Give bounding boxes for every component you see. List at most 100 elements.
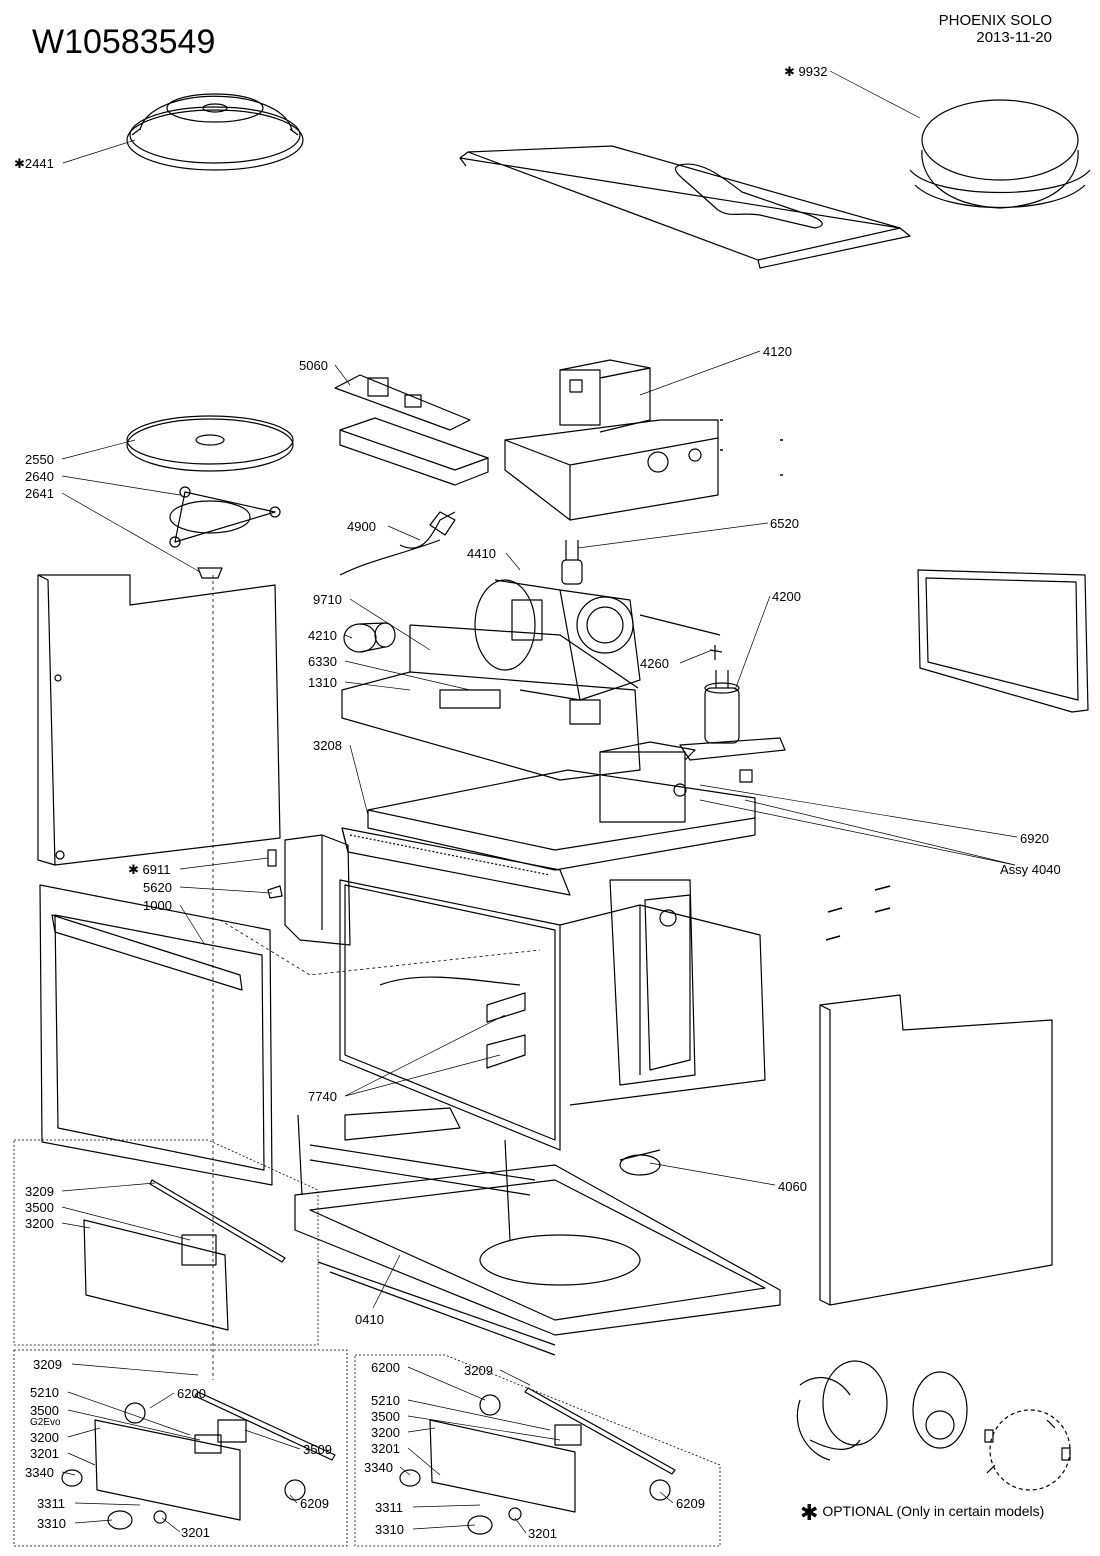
board-5060 [334,374,489,486]
leader-line [387,525,421,541]
part-label-b-3509: 3509 [303,1442,332,1457]
motor-4060 [619,1149,661,1176]
leader-line [699,799,1016,866]
baking-tray [917,569,1089,713]
leader-line [412,1504,481,1508]
leader-line [829,70,921,119]
leader-line [61,1222,91,1229]
part-label-2641: 2641 [25,486,54,501]
base-plate-0410 [294,1114,781,1356]
optional-footnote: ✱ OPTIONAL (Only in certain models) [800,1500,1045,1525]
oven-cavity [339,879,766,1151]
part-label-c-3201b: 3201 [528,1526,557,1541]
part-label-6520: 6520 [770,516,799,531]
part-label-4260: 4260 [640,656,669,671]
leader-line [744,799,1016,866]
interlock-6911 [267,849,277,867]
cover-2441 [126,93,304,171]
part-label-b-6209: 6209 [300,1496,329,1511]
leader-line [61,1471,76,1476]
bracket-top-base [344,1107,461,1141]
part-label-c-3209: 3209 [464,1363,493,1378]
leader-line [67,1391,191,1436]
fan-assy-4410 [474,579,641,701]
part-label-4120: 4120 [763,344,792,359]
turntable-2550 [126,415,294,472]
leader-line [344,660,471,691]
diode-4260 [639,614,723,660]
leader-line [412,1524,476,1530]
part-label-4060: 4060 [778,1179,807,1194]
cavity-top-3208 [367,769,756,871]
leader-lines [61,70,1018,1534]
door-1000 [39,884,273,1186]
part-label-6920: 6920 [1020,831,1049,846]
part-label-assy-4040: Assy 4040 [1000,862,1061,877]
subassembly-c [354,1354,721,1547]
part-label-c-3340: 3340 [364,1460,393,1475]
part-label-5060: 5060 [299,358,328,373]
part-label-4200: 4200 [772,589,801,604]
leader-line [179,857,269,870]
part-label-a-3209: 3209 [25,1184,54,1199]
power-cord-4900 [339,511,456,576]
part-label-b-3310: 3310 [37,1516,66,1531]
leader-line [71,1363,199,1376]
leader-line [61,492,201,573]
hv-capacitor-4200 [679,670,786,761]
part-label-6330: 6330 [308,654,337,669]
leader-line [349,598,431,651]
leader-line [61,1206,191,1241]
roller-ring-2640 [169,486,281,548]
leader-line [639,350,761,396]
right-side-panel [819,994,1053,1306]
leader-line [344,634,353,639]
part-label-c-3201: 3201 [371,1441,400,1456]
transformer-4120 [559,359,651,433]
part-label-b-3340: 3340 [25,1465,54,1480]
leader-line [67,1427,101,1438]
leader-line [149,1392,175,1409]
leader-line [344,681,411,691]
part-label-9932: ✱ 9932 [784,64,828,79]
leader-line [61,475,181,496]
leader-line [514,1517,527,1534]
capacitor-4210 [343,622,396,653]
leader-line [399,1466,411,1476]
leader-line [649,1162,776,1186]
model-name: PHOENIX SOLO [938,12,1052,29]
part-label-b-3200: 3200 [30,1430,59,1445]
mica-7740 [486,992,526,1069]
front-frame [341,827,571,896]
part-label-a-3200: 3200 [25,1216,54,1231]
leader-line [407,1415,561,1441]
leader-line [179,904,206,946]
part-label-4210: 4210 [308,628,337,643]
part-label-9710: 9710 [313,592,342,607]
leader-line [407,1427,436,1433]
subassembly-b [13,1349,348,1547]
left-side-panel [37,574,281,866]
screws [720,419,891,941]
part-label-c-3200: 3200 [371,1425,400,1440]
part-label-b-3311: 3311 [37,1496,65,1511]
dish-9932 [909,99,1091,209]
part-label-4900: 4900 [347,519,376,534]
leader-line [499,1369,531,1386]
part-label-6911: ✱ 6911 [128,862,171,877]
leader-line [179,886,273,894]
part-label-b-6200: 6200 [177,1386,206,1401]
part-label-a-3500: 3500 [25,1200,54,1215]
subassembly-a [13,1139,319,1346]
waveguide-bracket [609,879,696,1086]
part-label-5620: 5620 [143,880,172,895]
leader-line [734,595,771,691]
leader-line [344,1054,501,1097]
footnote-asterisk: ✱ [800,1500,819,1525]
footnote-text: OPTIONAL (Only in certain models) [822,1503,1045,1519]
door-side-bracket [284,834,351,946]
leader-line [74,1519,113,1524]
part-label-2441: ✱2441 [14,156,54,171]
part-label-3208: 3208 [313,738,342,753]
